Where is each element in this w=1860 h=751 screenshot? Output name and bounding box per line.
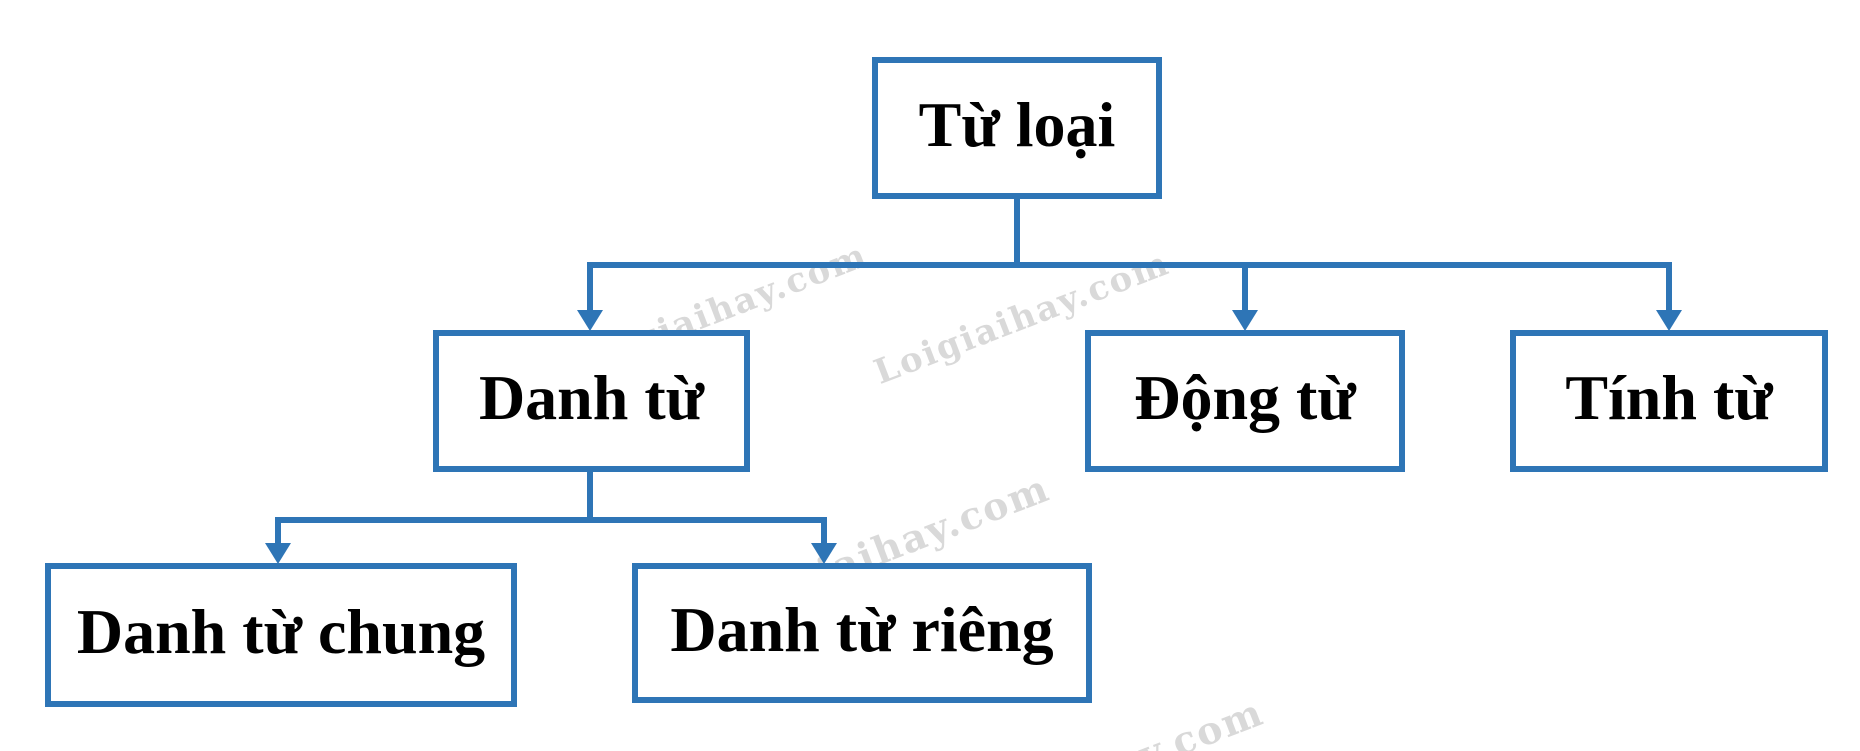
connector-level2-rail: [587, 262, 1672, 268]
connector-drop-tinh-tu: [1666, 262, 1672, 312]
node-dong-tu: Động từ: [1085, 330, 1405, 472]
arrowhead-tinh-tu: [1656, 310, 1682, 331]
connector-root-stem: [1014, 198, 1020, 266]
arrowhead-danh-tu: [577, 310, 603, 331]
arrowhead-danh-tu-chung: [265, 543, 291, 564]
node-danh-tu-rieng: Danh từ riêng: [632, 563, 1092, 703]
connector-drop-dong-tu: [1242, 262, 1248, 312]
arrowhead-dong-tu: [1232, 310, 1258, 331]
node-tinh-tu: Tính từ: [1510, 330, 1828, 472]
node-tinh-tu-label: Tính từ: [1565, 362, 1773, 433]
connector-drop-danh-tu-chung: [275, 517, 281, 545]
node-danh-tu: Danh từ: [433, 330, 750, 472]
node-dong-tu-label: Động từ: [1134, 362, 1356, 433]
node-tu-loai: Từ loại: [872, 57, 1162, 199]
node-danh-tu-chung: Danh từ chung: [45, 563, 517, 707]
arrowhead-danh-tu-rieng: [811, 543, 837, 564]
node-danh-tu-rieng-label: Danh từ riêng: [670, 594, 1054, 665]
connector-danh-tu-stem: [587, 468, 593, 520]
node-danh-tu-chung-label: Danh từ chung: [76, 596, 486, 667]
node-tu-loai-label: Từ loại: [918, 89, 1116, 160]
connector-drop-danh-tu-rieng: [821, 517, 827, 545]
connector-level3-rail: [275, 517, 827, 523]
node-danh-tu-label: Danh từ: [478, 362, 705, 433]
connector-drop-danh-tu: [587, 262, 593, 312]
